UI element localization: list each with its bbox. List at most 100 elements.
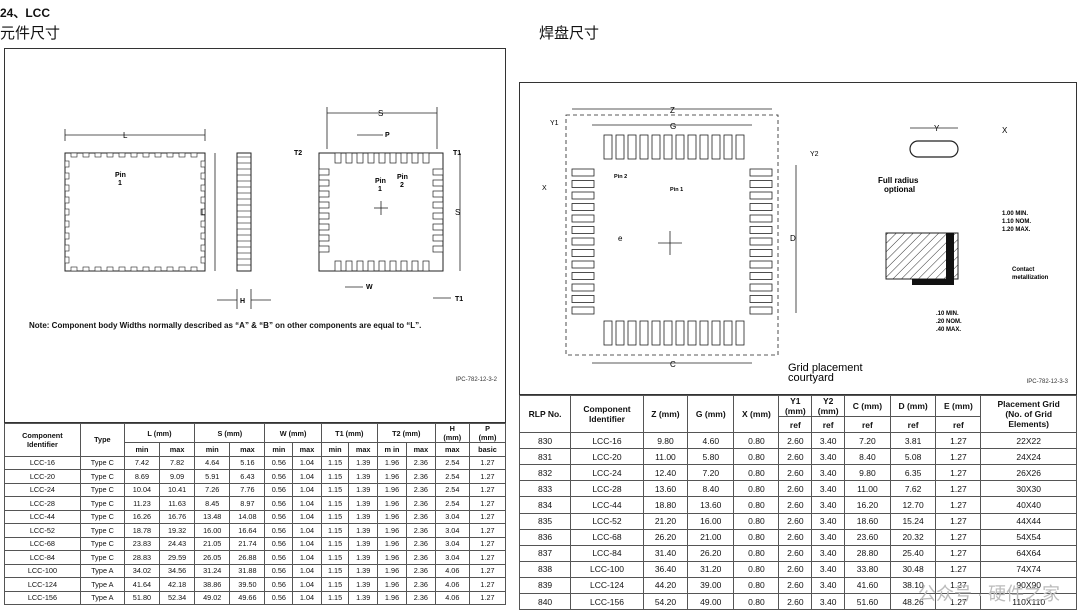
table-cell: 3.40: [811, 496, 846, 514]
table-cell: 30X30: [980, 480, 1077, 498]
table-cell: 0.56: [264, 563, 294, 578]
page-heading: 24、LCC: [0, 6, 51, 20]
dim-w-label: W: [366, 284, 373, 291]
table-cell: 16.64: [229, 523, 266, 538]
table-cell: 8.97: [229, 496, 266, 511]
table-cell: 1.15: [320, 590, 350, 605]
table-cell: 16.00: [194, 523, 231, 538]
table-cell: 5.16: [229, 455, 266, 470]
table-cell: 2.60: [778, 512, 813, 530]
column-subheader: max: [434, 442, 471, 457]
table-cell: 7.82: [159, 455, 196, 470]
table-cell: 42.18: [159, 577, 196, 592]
column-subheader: max: [229, 442, 266, 457]
table-cell: 7.20: [687, 464, 735, 482]
table-cell: LCC-52: [570, 512, 644, 530]
column-header: T1 (mm): [320, 423, 378, 443]
table-cell: 0.56: [264, 577, 294, 592]
table-cell: 2.36: [406, 482, 436, 497]
table-cell: 5.08: [889, 448, 937, 466]
table-cell: 3.81: [889, 432, 937, 450]
table-cell: 1.27: [935, 448, 982, 466]
table-cell: 4.06: [434, 577, 471, 592]
table-cell: 26.20: [687, 544, 735, 562]
table-cell: 11.00: [642, 448, 689, 466]
table-cell: 838: [518, 560, 572, 578]
table-cell: 0.80: [733, 432, 780, 450]
dim-c-label: C: [670, 360, 676, 369]
table-cell: 1.27: [469, 496, 506, 511]
dim-t1b-label: T1: [455, 296, 463, 303]
table-cell: Type C: [79, 509, 125, 524]
table-cell: Type A: [79, 577, 125, 592]
table-cell: 1.39: [348, 590, 378, 605]
table-cell: 18.80: [642, 496, 689, 514]
table-cell: 2.60: [778, 593, 813, 611]
table-cell: 4.60: [687, 432, 735, 450]
table-cell: 1.04: [292, 550, 322, 565]
table-cell: 1.04: [292, 577, 322, 592]
table-cell: 2.60: [778, 496, 813, 514]
table-cell: 1.27: [469, 577, 506, 592]
table-cell: 1.39: [348, 577, 378, 592]
table-cell: 1.04: [292, 455, 322, 470]
table-cell: 44X44: [980, 512, 1077, 530]
table-cell: 21.74: [229, 536, 266, 551]
table-cell: LCC-16: [570, 432, 644, 450]
dim-l-vertical-label: L: [201, 208, 206, 217]
table-cell: 51.60: [844, 593, 891, 611]
table-cell: 7.62: [889, 480, 937, 498]
table-cell: 1.15: [320, 563, 350, 578]
table-cell: 1.96: [376, 509, 408, 524]
column-header: H(mm): [434, 423, 471, 443]
table-cell: 41.60: [844, 576, 891, 595]
table-cell: 1.15: [320, 509, 350, 524]
column-header: P(mm): [469, 423, 506, 443]
round-pad-outline: [909, 140, 959, 158]
table-cell: 1.96: [376, 590, 408, 605]
table-cell: 1.27: [469, 455, 506, 470]
table-cell: LCC-100: [4, 563, 81, 578]
table-cell: 3.40: [811, 544, 846, 562]
table-cell: 831: [518, 448, 572, 466]
column-header: T2 (mm): [376, 423, 436, 443]
dim-y2-label: Y2: [810, 151, 819, 158]
table-cell: 3.04: [434, 509, 471, 524]
table-cell: 2.60: [778, 528, 813, 546]
table-cell: 9.09: [159, 469, 196, 484]
table-cell: 0.56: [264, 536, 294, 551]
table-cell: 1.96: [376, 577, 408, 592]
grid-placement-label: Grid placement: [788, 362, 863, 374]
table-cell: 11.63: [159, 496, 196, 511]
column-header: W (mm): [264, 423, 322, 443]
table-cell: 23.83: [123, 536, 161, 551]
table-cell: 23.60: [844, 528, 891, 546]
column-subheader: m in: [376, 442, 408, 457]
dim-t1-label: T1: [453, 150, 461, 157]
table-cell: 2.36: [406, 590, 436, 605]
table-cell: 16.76: [159, 509, 196, 524]
column-subheader: min: [123, 442, 161, 457]
table-cell: 41.64: [123, 577, 161, 592]
table-cell: 1.27: [935, 480, 982, 498]
dim-t2-label: T2: [294, 150, 302, 157]
table-cell: 1.39: [348, 563, 378, 578]
table-cell: 832: [518, 464, 572, 482]
table-cell: 1.15: [320, 496, 350, 511]
pin2-land-label: Pin 2: [614, 174, 627, 180]
table-cell: 1.27: [469, 536, 506, 551]
table-cell: 7.20: [844, 432, 891, 450]
watermark: 公众号 · 硬件之家: [918, 584, 1060, 604]
table-cell: 1.27: [469, 590, 506, 605]
table-cell: 0.80: [733, 528, 780, 546]
